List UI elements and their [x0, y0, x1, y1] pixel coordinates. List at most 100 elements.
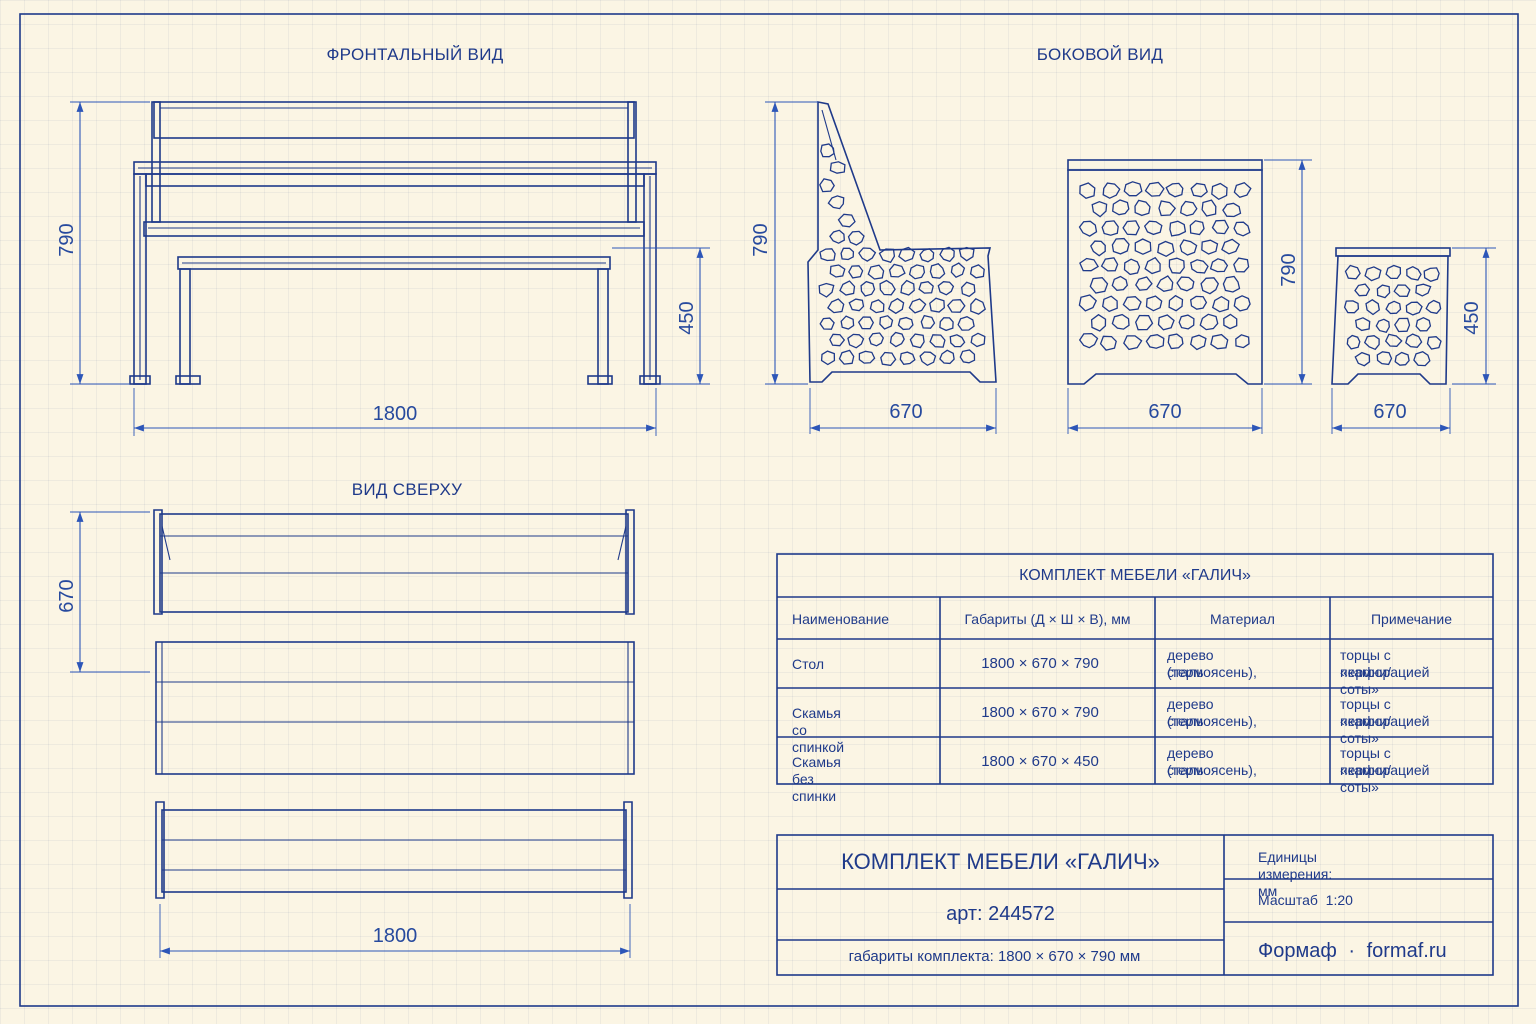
perforation-cell: [1091, 201, 1108, 218]
perforation-cell: [1190, 259, 1209, 274]
perforation-cell: [1111, 237, 1130, 255]
perforation-cell: [949, 334, 966, 348]
front-bench-no-back: [175, 256, 613, 385]
perforation-cell: [1223, 313, 1238, 330]
spec-table-title: КОМПЛЕКТ МЕБЕЛИ «ГАЛИЧ»: [1019, 567, 1251, 584]
front-view: 790 450 1800: [56, 101, 710, 436]
row-bench-back-note-1: торцы с перфорацией: [1340, 696, 1430, 729]
perforation-cell: [879, 315, 894, 330]
perforation-cell: [929, 263, 946, 279]
perforation-cell: [1354, 283, 1371, 297]
perforation-cell: [939, 246, 955, 263]
perforation-cell: [827, 298, 845, 314]
row-table-material-2: сталь: [1167, 664, 1204, 680]
side-table-depth-label: 670: [1148, 401, 1181, 423]
perforation-cell: [1385, 300, 1402, 315]
front-bench-with-back: [143, 101, 645, 237]
spec-table-grid: [776, 553, 1494, 785]
perforation-cell: [908, 298, 927, 314]
perforation-cell: [1425, 299, 1442, 315]
sheet-border: [19, 13, 1519, 1007]
perforation-cell: [1394, 351, 1410, 366]
perforation-cell: [1211, 295, 1230, 313]
front-length-label: 1800: [373, 403, 418, 425]
perforation-cell: [1413, 350, 1431, 367]
top-dimensions: 670 1800: [56, 511, 631, 958]
perforation-cell: [848, 298, 865, 312]
perforation-cell: [1394, 317, 1411, 333]
perforation-cell: [1100, 257, 1119, 272]
perforation-cell: [829, 264, 846, 278]
perforation-cell: [1423, 267, 1440, 283]
perforation-cell: [848, 265, 864, 279]
perforation-cell: [1346, 334, 1361, 350]
perforation-cell: [1143, 220, 1163, 236]
perforation-cell: [820, 143, 835, 158]
perforation-cell: [857, 316, 875, 330]
perforation-cell: [1384, 333, 1403, 347]
perforation-cell: [1176, 276, 1195, 292]
row-table-name: Стол: [792, 656, 825, 672]
row-bench-noback-material-1: дерево (термоясень),: [1167, 745, 1257, 778]
perforation-cell: [1135, 276, 1153, 291]
perforation-cell: [1090, 240, 1106, 257]
title-block-scale: Масштаб 1:20: [1258, 892, 1353, 908]
perforation-cell: [1365, 299, 1381, 316]
perforation-cell: [1190, 295, 1208, 310]
top-bench-no-back: [155, 801, 633, 899]
perforation-cell: [1209, 258, 1229, 273]
perforation-cell: [1101, 220, 1119, 236]
front-table: [129, 161, 661, 385]
perforation-cell: [858, 247, 877, 262]
header-size: Габариты (Д × Ш × В), мм: [964, 611, 1131, 627]
perforation-cell: [1363, 335, 1380, 351]
perforation-cell: [1179, 239, 1198, 256]
top-bench-with-back: [153, 509, 635, 615]
perforation-cell: [1079, 182, 1096, 200]
perforation-cell: [868, 332, 885, 347]
perforation-cell: [1406, 265, 1422, 281]
perforation-cell: [1426, 336, 1442, 350]
top-view: 670 1800: [56, 509, 635, 958]
perforation-cell: [918, 281, 934, 294]
perforation-cell: [1145, 295, 1163, 312]
title-block-grid: [776, 834, 1494, 976]
perforation-cell: [1122, 220, 1141, 236]
top-length-label: 1800: [373, 925, 418, 947]
perforation-cell: [878, 248, 896, 264]
perforation-cell: [1157, 314, 1175, 331]
side-bench: [1331, 247, 1451, 385]
perforation-cell: [1393, 284, 1411, 297]
side-bench-depth-label: 670: [1373, 401, 1406, 423]
perforation-cell: [1211, 219, 1230, 235]
perforation-cell: [829, 229, 845, 244]
perforation-cell: [1079, 257, 1100, 272]
perforation-cell: [1233, 257, 1250, 273]
row-bench-back-note-2: «камни/соты»: [1340, 713, 1392, 746]
perforation-cell: [1078, 220, 1098, 237]
front-dimensions: 790 450 1800: [56, 101, 710, 436]
perforation-cell: [880, 351, 897, 367]
perforation-cell: [1354, 317, 1371, 332]
brand-separator: ·: [1348, 940, 1356, 962]
perforation-cell: [1123, 258, 1141, 276]
perforation-cell: [869, 299, 885, 314]
top-view-title: ВИД СВЕРХУ: [352, 480, 462, 499]
perforation-cell: [1405, 333, 1423, 348]
perforation-cell: [1344, 264, 1361, 280]
perforation-cell: [1415, 316, 1432, 332]
perforation-cell: [1222, 275, 1241, 293]
perforation-cell: [1201, 199, 1217, 217]
perforation-cell: [950, 262, 966, 278]
perforation-cell: [860, 280, 876, 297]
row-bench-noback-material-2: сталь: [1167, 762, 1204, 778]
table-perforation: [1078, 181, 1252, 351]
perforation-cell: [1235, 334, 1250, 349]
perforation-cell: [840, 247, 855, 261]
perforation-cell: [1111, 313, 1130, 330]
row-bench-noback-size: 1800 × 670 × 450: [981, 753, 1099, 770]
perforation-cell: [1144, 256, 1161, 275]
perforation-cell: [1099, 335, 1117, 351]
perforation-cell: [847, 230, 865, 246]
